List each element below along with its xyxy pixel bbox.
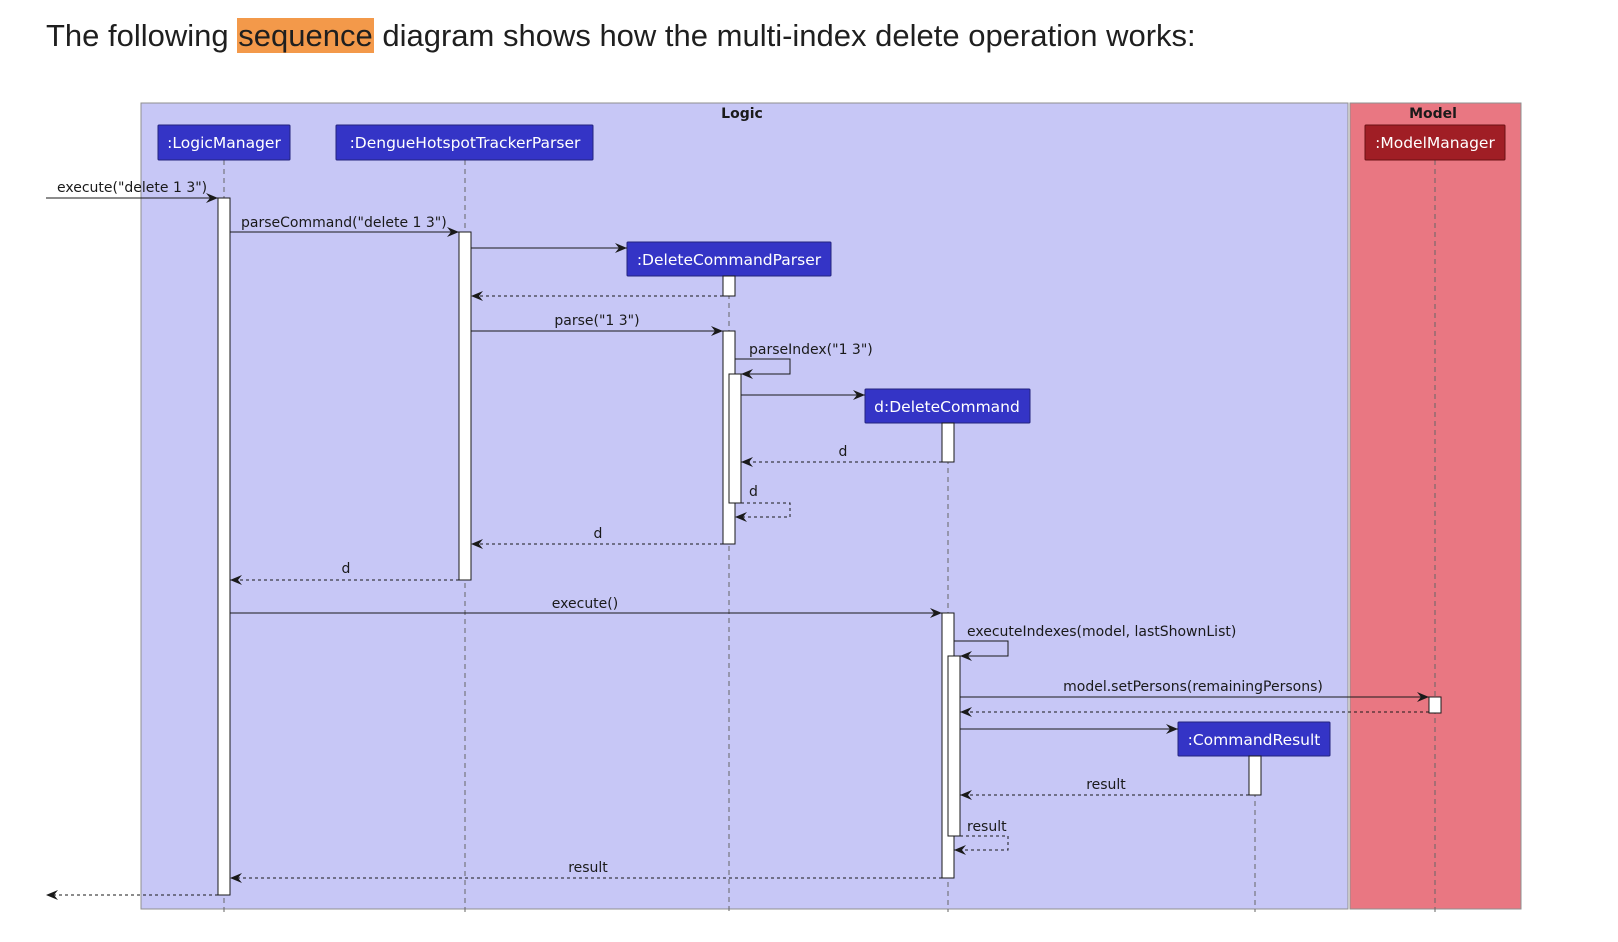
label-return-d-4: d [342,561,351,577]
page-heading: The following sequence diagram shows how… [46,18,1196,54]
delete-command-label: d:DeleteCommand [874,398,1020,416]
label-parse-command: parseCommand("delete 1 3") [241,215,447,231]
label-return-d-1: d [839,444,848,460]
label-return-result-2: result [967,819,1007,835]
participant-delete-command-parser: :DeleteCommandParser [626,241,832,277]
delete-command-constructor-activation [941,422,955,463]
command-result-activation [1248,755,1262,796]
label-return-d-3: d [594,526,603,542]
message-labels: execute("delete 1 3") parseCommand("dele… [57,180,1323,876]
heading-text-after: diagram shows how the multi-index delete… [373,18,1196,53]
logic-box [140,102,1349,910]
participant-parser: :DengueHotspotTrackerParser [335,124,594,161]
execute-indexes-activation [947,655,961,837]
parser-label: :DengueHotspotTrackerParser [350,134,581,152]
model-box-title: Model [1409,106,1457,122]
msg-execute-indexes [954,640,1009,661]
logic-manager-activation [217,197,231,896]
return-result-from-execute-indexes [954,835,1009,855]
parse-index-activation [728,373,742,504]
label-execute: execute() [552,596,618,612]
delete-parser-label: :DeleteCommandParser [637,251,822,269]
logic-manager-label: :LogicManager [167,134,281,152]
model-manager-activation [1428,696,1442,714]
heading-text-before: The following [46,18,238,53]
messages [46,193,1429,900]
activation-bars [217,197,1442,896]
label-return-result-3: result [568,860,608,876]
return-d-from-parse-index [735,502,791,522]
participant-logic-manager: :LogicManager [157,124,291,161]
delete-parser-constructor-activation [722,275,736,297]
label-execute-indexes: executeIndexes(model, lastShownList) [967,624,1236,640]
label-return-d-2: d [749,484,758,500]
label-parse: parse("1 3") [554,313,639,329]
highlighted-word: sequence [237,18,374,53]
participant-delete-command: d:DeleteCommand [864,388,1031,424]
command-result-label: :CommandResult [1188,731,1321,749]
label-return-result-1: result [1086,777,1126,793]
label-set-persons: model.setPersons(remainingPersons) [1063,679,1323,695]
participant-command-result: :CommandResult [1177,721,1331,757]
label-parse-index: parseIndex("1 3") [749,342,873,358]
msg-parse-index [735,358,791,379]
participant-model-manager: :ModelManager [1364,124,1506,161]
logic-box-title: Logic [721,106,763,122]
model-manager-label: :ModelManager [1375,134,1495,152]
parser-activation [458,231,472,581]
label-execute-input: execute("delete 1 3") [57,180,207,196]
